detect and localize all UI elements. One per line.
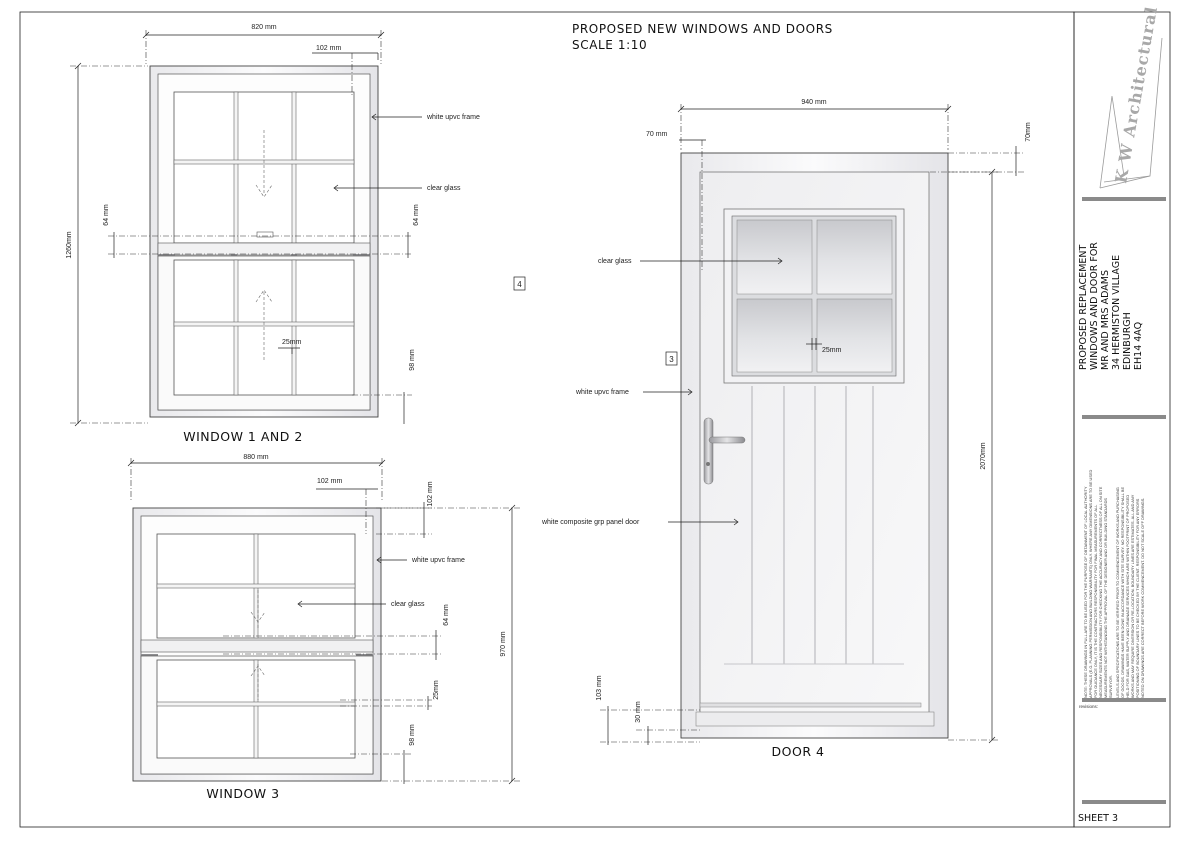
window-1-and-2-elevation	[149, 65, 379, 418]
window3-bar-label: 25mm	[433, 680, 440, 700]
door4-height-label: 2070mm	[980, 442, 987, 469]
door4-width-label: 940 mm	[801, 99, 826, 106]
window3-frame-callout: white upvc frame	[411, 557, 465, 564]
glazing-bar	[156, 701, 356, 707]
door-handle-lever	[708, 436, 746, 444]
title-block-divider	[1082, 800, 1166, 804]
revisions-label: revisions:	[1079, 704, 1098, 709]
door4-pane	[816, 298, 893, 373]
door4-frame-left-label: 70 mm	[646, 131, 668, 138]
window12-width-label: 820 mm	[251, 24, 276, 31]
project-line: WINDOWS AND DOOR FOR	[1089, 242, 1100, 370]
note-line: SURVEYOR.	[1108, 675, 1113, 698]
window12-bar-label: 25mm	[282, 339, 302, 346]
door4-dimensions: 940 mm 70 mm 70mm 2070mm 25mm 103 mm 30 …	[541, 99, 1032, 745]
window3-frame-width-label: 102 mm	[317, 478, 342, 485]
window-3-elevation	[132, 507, 382, 782]
note-line: OF GOODS. DRAWINGS HAVE BEEN DONE IN ACC…	[1120, 487, 1125, 698]
door4-threshold-total-label: 103 mm	[596, 675, 603, 700]
glazing-bar	[291, 91, 297, 244]
project-line: EH14 4AQ	[1133, 322, 1144, 370]
window3-meeting-rail	[140, 639, 374, 653]
project-line: PROPOSED REPLACEMENT	[1078, 245, 1089, 370]
door4-pane	[736, 298, 813, 373]
note-line: POSITIONING OF BOUNDARY LINES TO BE CHEC…	[1135, 498, 1140, 698]
window12-height-label: 1260mm	[66, 231, 73, 258]
door-handle-backplate	[703, 417, 714, 485]
door4-threshold	[695, 711, 935, 727]
door-tag-4: 4	[517, 280, 522, 289]
door-tag-3: 3	[669, 355, 674, 364]
note-line: MEASUREMENTS NOT WITHSTANDING THE APPROV…	[1103, 498, 1108, 698]
note-line: APPROVALS (E.G. PLANNING PERMISSION AND …	[1088, 469, 1093, 698]
window12-meeting-rail-right-label: 64 mm	[413, 204, 420, 226]
window12-bottom-label: 98 mm	[409, 349, 416, 371]
glazing-bar	[233, 259, 239, 396]
note-line: WORKS AND MAY REQUIRE DIVERSION OR RE-LO…	[1130, 494, 1135, 698]
project-title: PROPOSED REPLACEMENT WINDOWS AND DOOR FO…	[1078, 242, 1144, 370]
project-line: EDINBURGH	[1122, 312, 1133, 370]
door-4-elevation	[680, 152, 949, 739]
title-block-divider	[1082, 698, 1166, 702]
sheet-title: PROPOSED NEW WINDOWS AND DOORS	[572, 22, 833, 36]
window3-width-label: 880 mm	[243, 454, 268, 461]
note-line: FOR GUIDANCE ONLY, IT IS THE CONTRACTORS…	[1093, 504, 1098, 698]
note-line: LEVELS AND SPECIFICATIONS ARE TO BE VERI…	[1115, 487, 1120, 698]
keyhole-icon	[706, 462, 710, 466]
window3-frame-top-label: 102 mm	[427, 481, 434, 506]
project-line: MR AND MRS ADAMS	[1100, 270, 1111, 370]
window3-glass-callout: clear glass	[391, 601, 425, 608]
sheet-scale: SCALE 1:10	[572, 38, 647, 52]
sheet-number: SHEET 3	[1078, 813, 1118, 824]
door4-drip	[699, 702, 922, 708]
opening-arrow-icon	[250, 611, 266, 623]
door4-pane	[736, 219, 813, 295]
note-line: NOTE: THESE DRAWINGS IN FULL ARE TO BE U…	[1083, 486, 1088, 698]
title-block-border	[1073, 11, 1171, 828]
sash-lock	[256, 231, 274, 238]
door4-frame-callout: white upvc frame	[575, 389, 629, 396]
note-line: NOTED ON DRAWINGS ARE CORRECT BEFORE WOR…	[1140, 498, 1145, 698]
door4-panel-callout: white composite grp panel door	[541, 519, 640, 526]
window3-dimensions: 880 mm 102 mm 102 mm 64 mm 25mm 98 mm 97…	[127, 454, 520, 785]
window3-height-label: 970 mm	[500, 631, 507, 656]
window3-meeting-rail-label: 64 mm	[443, 604, 450, 626]
door4-frame-top-label: 70mm	[1025, 122, 1032, 142]
note-line: NECESSARY SIZES AND RESPONSIBILITY FOR C…	[1098, 486, 1103, 698]
window3-bottom-label: 98 mm	[409, 724, 416, 746]
door4-glass-callout: clear glass	[598, 258, 632, 265]
door4-bar-label: 25mm	[822, 347, 842, 354]
door4-threshold-label: 30 mm	[635, 701, 642, 723]
window12-frame-callout: white upvc frame	[426, 114, 480, 121]
door4-pane	[816, 219, 893, 295]
window12-frame-width-label: 102 mm	[316, 45, 341, 52]
title-block-divider	[1082, 197, 1166, 201]
title-block: K W Architectural PROPOSED REPLACEMENT W…	[1078, 5, 1166, 824]
opening-arrow-icon	[250, 665, 266, 677]
window12-dimensions: 820 mm 102 mm 1260mm 64 mm 64 mm 25mm 98…	[66, 24, 480, 427]
project-line: 34 HERMISTON VILLAGE	[1111, 255, 1122, 370]
glazing-bar	[156, 583, 356, 589]
window12-meeting-rail-left-label: 64 mm	[103, 204, 110, 226]
window12-meeting-rail	[157, 242, 371, 256]
kw-architectural-logo: K W Architectural	[1099, 5, 1163, 189]
logo-text: K W Architectural	[1111, 5, 1161, 185]
door4-title: DOOR 4	[772, 744, 825, 759]
title-block-divider	[1082, 415, 1166, 419]
note-line: HELD FOR GAS, WATER SUPPLY AND DRAINAGE …	[1125, 495, 1130, 698]
glazing-bar	[253, 659, 259, 759]
window12-glass-callout: clear glass	[427, 185, 461, 192]
door-tag-box	[665, 351, 678, 366]
window12-title: WINDOW 1 AND 2	[183, 429, 303, 444]
glazing-bar	[233, 91, 239, 244]
window3-title: WINDOW 3	[206, 786, 279, 801]
glazing-bar	[291, 259, 297, 396]
title-block-notes: NOTE: THESE DRAWINGS IN FULL ARE TO BE U…	[1083, 469, 1145, 698]
door-tag-box	[513, 276, 526, 291]
